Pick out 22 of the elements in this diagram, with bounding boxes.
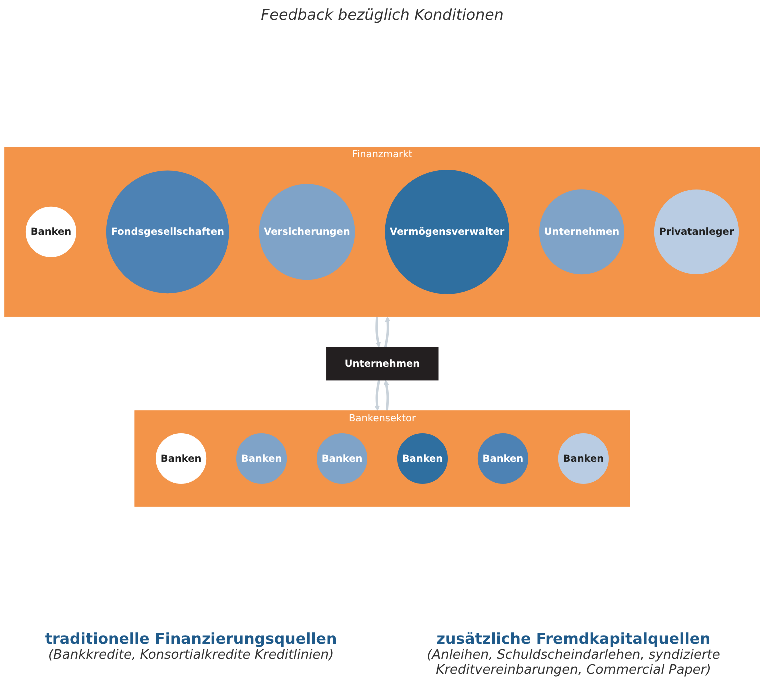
- node-circle: Banken: [397, 433, 448, 484]
- node-circle: Banken: [478, 433, 528, 484]
- note-text: Feedback bezüglich Konditionen: [261, 6, 504, 24]
- node-circle: Versicherungen: [259, 184, 356, 280]
- node-circle: Unternehmen: [539, 190, 624, 275]
- caption-heading: traditionelle Finanzierungsquellen: [44, 630, 338, 648]
- arrow: [384, 380, 390, 412]
- node-circle: Banken: [316, 433, 368, 484]
- node-circle: Fondsgesellschaften: [106, 170, 230, 294]
- arrow: [374, 380, 381, 412]
- arrow: [384, 316, 391, 348]
- node-circle: Vermögensverwalter: [385, 170, 510, 294]
- node-circle: Privatanleger: [654, 190, 740, 274]
- caption-heading: zusätzliche Fremdkapitalquellen: [436, 630, 712, 648]
- node-circle: Banken: [156, 433, 207, 484]
- node-circle: Banken: [236, 433, 288, 484]
- node-circle: Banken: [26, 206, 76, 258]
- node-box: Unternehmen: [326, 347, 439, 381]
- caption-text: (Bankkredite, Konsortialkredite Kreditlinien): [47, 648, 336, 663]
- caption-text: (Anleihen, Schuldscheindarlehen, syndizierte Kreditvereinbarungen, Commercial Paper): [426, 648, 722, 678]
- arrow: [376, 316, 382, 348]
- node-circle: Banken: [558, 433, 609, 484]
